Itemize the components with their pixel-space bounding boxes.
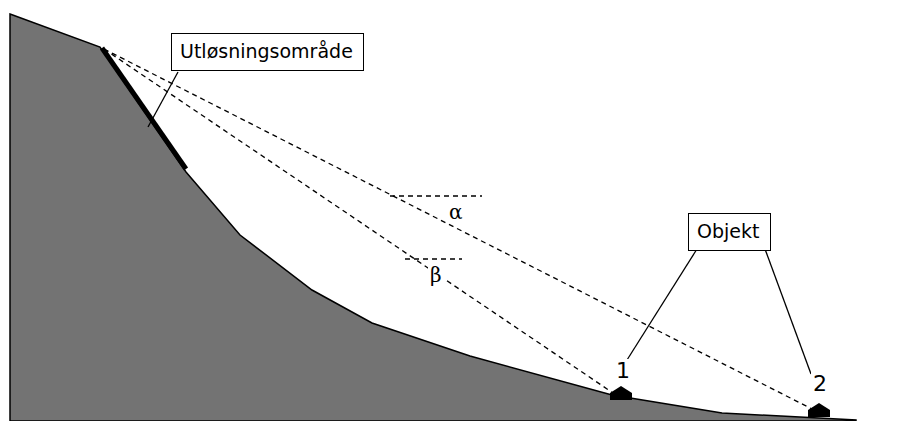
callout-number: 1 <box>614 359 632 383</box>
beta-horizontal <box>405 258 462 259</box>
box-text: Utløsningsområde <box>180 40 355 63</box>
angle-label: α <box>447 201 465 223</box>
callout-number: 2 <box>811 372 829 396</box>
house-icon <box>610 386 632 400</box>
release-leader <box>148 72 178 127</box>
house-icon <box>808 403 830 417</box>
terrain <box>10 14 856 421</box>
box-text: Objekt <box>697 220 762 243</box>
object-leader <box>765 249 811 374</box>
beta-sight-line <box>104 49 616 395</box>
label-box: Objekt <box>688 213 771 251</box>
object-leader <box>627 249 697 360</box>
angle-label: β <box>428 264 444 286</box>
alpha-sight-line <box>104 49 814 410</box>
alpha-horizontal <box>390 195 482 196</box>
label-box: Utløsningsområde <box>171 33 364 71</box>
